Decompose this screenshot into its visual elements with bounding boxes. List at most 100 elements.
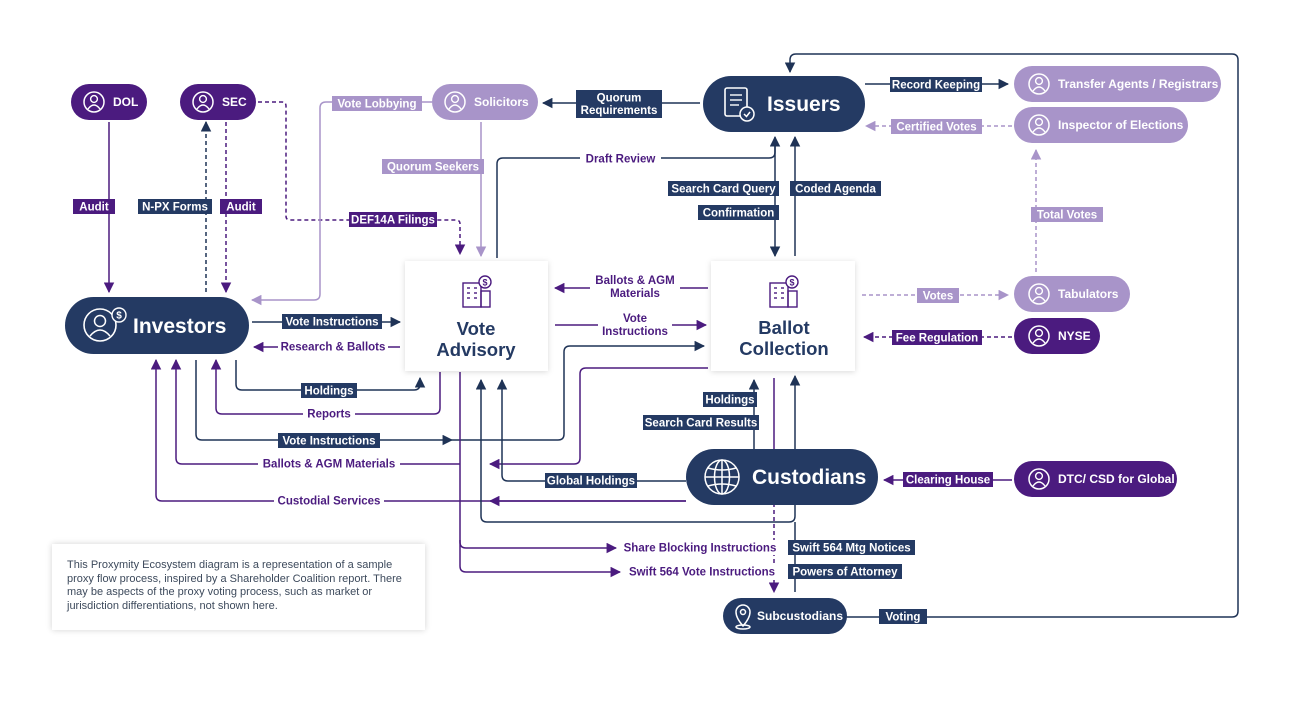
- svg-text:Search Card Results: Search Card Results: [645, 418, 758, 430]
- label-total-votes: Total Votes: [1031, 207, 1103, 222]
- person-icon: [83, 91, 105, 113]
- svg-text:Share Blocking Instructions: Share Blocking Instructions: [624, 543, 777, 555]
- svg-text:Audit: Audit: [226, 202, 256, 214]
- svg-text:Reports: Reports: [307, 409, 350, 421]
- globe-icon: [704, 459, 740, 495]
- node-inspector: Inspector of Elections: [1014, 107, 1188, 143]
- node-vote-advisory-line1: Vote: [457, 318, 496, 339]
- svg-text:Powers of Attorney: Powers of Attorney: [792, 567, 898, 579]
- arrow-ballots-agm-low: [170, 358, 460, 465]
- label-holdings-left: Holdings: [301, 383, 357, 398]
- node-tabulators: Tabulators: [1014, 276, 1130, 312]
- label-record-keeping: Record Keeping: [890, 77, 982, 92]
- person-icon: [444, 91, 466, 113]
- person-icon: [1028, 283, 1050, 305]
- label-npx-forms: N-PX Forms: [138, 199, 212, 214]
- person-icon: [192, 91, 214, 113]
- svg-text:N-PX Forms: N-PX Forms: [142, 202, 208, 214]
- label-ballots-agm-low: Ballots & AGM Materials: [258, 456, 400, 471]
- svg-text:Total Votes: Total Votes: [1037, 210, 1097, 222]
- label-audit-sec: Audit: [220, 199, 262, 214]
- node-issuers: Issuers: [703, 76, 865, 132]
- label-ballots-agm-top: Ballots & AGM Materials: [590, 272, 680, 302]
- svg-text:Confirmation: Confirmation: [703, 208, 775, 220]
- node-ballot-collection: $ Ballot Collection: [711, 261, 855, 371]
- svg-text:Swift 564 Vote Instructions: Swift 564 Vote Instructions: [629, 567, 775, 579]
- person-icon: [1028, 73, 1050, 95]
- label-votes: Votes: [917, 288, 959, 303]
- node-transfer-agents: Transfer Agents / Registrars: [1014, 66, 1221, 102]
- node-subcustodians: Subcustodians: [723, 598, 847, 634]
- svg-text:Instructions: Instructions: [602, 326, 668, 338]
- label-share-blocking: Share Blocking Instructions: [622, 540, 778, 555]
- node-transfer-agents-label: Transfer Agents / Registrars: [1058, 77, 1219, 91]
- arrow-ballot-to-vote-advisory: [488, 367, 708, 470]
- label-search-card-query: Search Card Query: [668, 181, 779, 196]
- arrow-sec-def14a: [258, 101, 466, 256]
- svg-text:Coded Agenda: Coded Agenda: [795, 184, 876, 196]
- node-investors: $ Investors: [65, 297, 249, 354]
- svg-text:Record Keeping: Record Keeping: [892, 80, 980, 92]
- svg-text:$: $: [116, 311, 122, 322]
- node-dol: DOL: [71, 84, 147, 120]
- node-dtc: DTC/ CSD for Global: [1014, 461, 1177, 497]
- label-audit-dol: Audit: [73, 199, 115, 214]
- node-ballot-collection-line1: Ballot: [758, 317, 809, 338]
- svg-text:Voting: Voting: [886, 612, 921, 624]
- label-certified-votes: Certified Votes: [891, 119, 982, 134]
- label-fee-regulation: Fee Regulation: [892, 330, 982, 345]
- svg-text:Vote Lobbying: Vote Lobbying: [337, 99, 416, 111]
- node-nyse: NYSE: [1014, 318, 1100, 354]
- person-icon: [1028, 325, 1050, 347]
- svg-text:Fee Regulation: Fee Regulation: [896, 333, 978, 345]
- arrow-swift-vote: [459, 540, 622, 578]
- node-dtc-label: DTC/ CSD for Global: [1058, 472, 1175, 486]
- arrow-global-holdings: [496, 378, 686, 482]
- svg-text:Search Card Query: Search Card Query: [671, 184, 776, 196]
- label-holdings-right: Holdings: [703, 392, 757, 407]
- svg-text:Requirements: Requirements: [581, 105, 658, 117]
- node-solicitors: Solicitors: [432, 84, 538, 120]
- svg-text:Vote: Vote: [623, 313, 647, 325]
- node-issuers-label: Issuers: [767, 93, 841, 116]
- node-subcustodians-label: Subcustodians: [757, 609, 843, 623]
- svg-text:Materials: Materials: [610, 288, 660, 300]
- svg-text:Ballots & AGM Materials: Ballots & AGM Materials: [263, 459, 396, 471]
- label-swift-564-vote: Swift 564 Vote Instructions: [626, 564, 778, 579]
- document-check-icon: [724, 87, 755, 122]
- svg-text:Draft Review: Draft Review: [586, 154, 656, 166]
- arrow-voting-loop: [784, 53, 1239, 618]
- label-clearing-house: Clearing House: [903, 472, 993, 487]
- label-vote-instructions-low: Vote Instructions: [278, 433, 380, 448]
- svg-text:Quorum Seekers: Quorum Seekers: [387, 162, 479, 174]
- label-reports: Reports: [303, 406, 355, 421]
- building-icon: $: [462, 275, 492, 308]
- svg-text:Custodial Services: Custodial Services: [278, 496, 381, 508]
- svg-text:Audit: Audit: [79, 202, 109, 214]
- disclaimer-text: This Proxymity Ecosystem diagram is a re…: [67, 559, 402, 612]
- label-research-ballots: Research & Ballots: [278, 339, 388, 354]
- svg-text:Votes: Votes: [923, 291, 953, 303]
- edge-labels: Audit N-PX Forms Audit Vote Lobbying Quo…: [73, 77, 1103, 624]
- node-vote-advisory: $ Vote Advisory: [405, 261, 548, 371]
- building-icon: $: [769, 275, 799, 308]
- label-draft-review: Draft Review: [580, 151, 661, 166]
- svg-text:$: $: [789, 278, 794, 288]
- label-vote-lobbying: Vote Lobbying: [332, 96, 422, 111]
- node-dol-label: DOL: [113, 95, 138, 109]
- svg-text:Research & Ballots: Research & Ballots: [281, 342, 386, 354]
- svg-text:Ballots & AGM: Ballots & AGM: [595, 275, 674, 287]
- label-voting: Voting: [879, 609, 927, 624]
- svg-text:Vote Instructions: Vote Instructions: [282, 436, 375, 448]
- svg-text:DEF14A Filings: DEF14A Filings: [351, 215, 435, 227]
- node-custodians: Custodians: [686, 449, 878, 505]
- node-investors-label: Investors: [133, 315, 226, 338]
- label-powers-of-attorney: Powers of Attorney: [788, 564, 902, 579]
- svg-text:Holdings: Holdings: [304, 386, 353, 398]
- disclaimer-note: This Proxymity Ecosystem diagram is a re…: [52, 544, 425, 630]
- label-vote-instructions-mid: Vote Instructions: [598, 310, 672, 340]
- location-pin-icon: [735, 604, 751, 630]
- node-inspector-label: Inspector of Elections: [1058, 118, 1184, 132]
- arrow-custodial-services: [150, 358, 686, 502]
